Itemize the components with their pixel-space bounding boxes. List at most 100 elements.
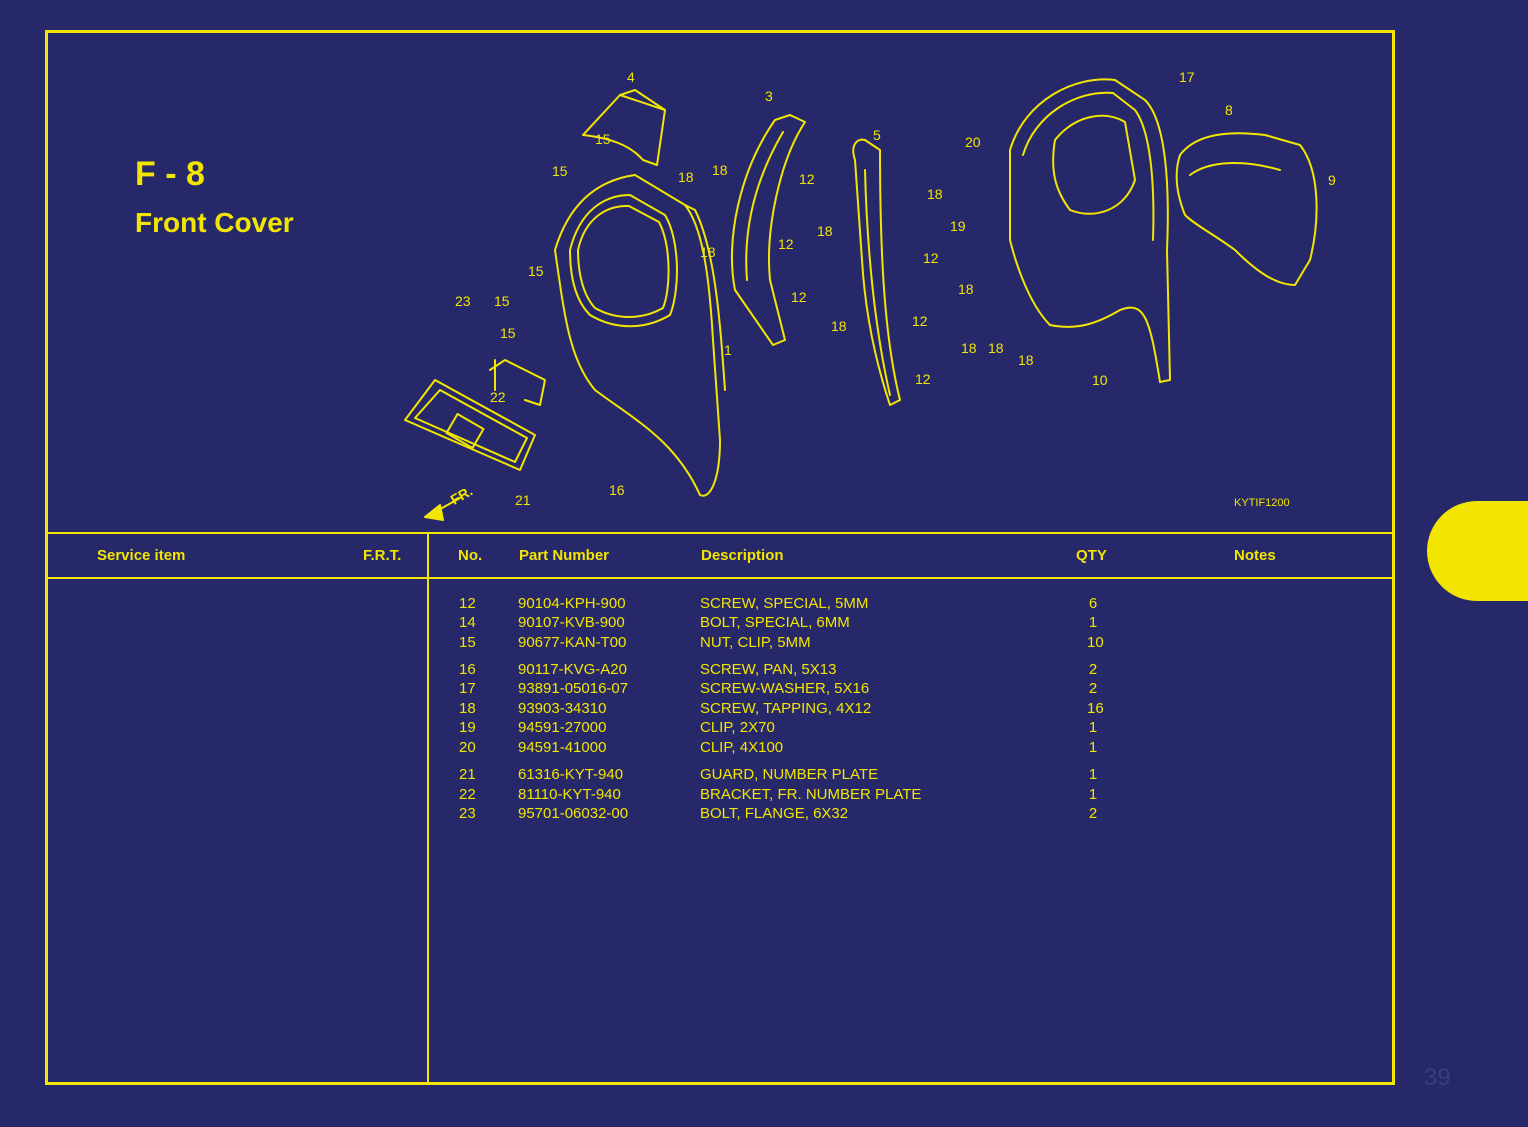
row-description: SCREW, SPECIAL, 5MM [700, 595, 869, 612]
svg-text:18: 18 [678, 169, 694, 185]
svg-text:15: 15 [552, 163, 568, 179]
row-qty: 2 [1088, 680, 1098, 697]
svg-text:18: 18 [700, 244, 716, 260]
svg-text:5: 5 [873, 127, 881, 143]
row-qty: 16 [1087, 700, 1104, 717]
row-qty: 2 [1088, 805, 1098, 822]
svg-text:4: 4 [627, 69, 635, 85]
header-divider [45, 577, 1395, 579]
row-no: 23 [459, 805, 476, 822]
row-no: 12 [459, 595, 476, 612]
section-tab[interactable] [1427, 501, 1528, 601]
svg-text:18: 18 [927, 186, 943, 202]
svg-text:23: 23 [455, 293, 471, 309]
svg-text:12: 12 [778, 236, 794, 252]
svg-text:15: 15 [494, 293, 510, 309]
row-qty: 10 [1087, 634, 1104, 651]
svg-text:9: 9 [1328, 172, 1336, 188]
row-qty: 1 [1088, 739, 1098, 756]
row-part-number: 90104-KPH-900 [518, 595, 626, 612]
header-no: No. [458, 547, 483, 564]
svg-text:18: 18 [958, 281, 974, 297]
svg-text:1: 1 [724, 342, 732, 358]
figure-title: Front Cover [135, 207, 294, 238]
row-part-number: 95701-06032-00 [518, 805, 629, 822]
row-no: 21 [459, 766, 476, 783]
part-3-side-strip [730, 114, 806, 346]
svg-text:15: 15 [500, 325, 516, 341]
svg-text:16: 16 [609, 482, 625, 498]
svg-text:FR.: FR. [448, 483, 476, 508]
row-description: GUARD, NUMBER PLATE [700, 766, 879, 783]
row-description: BOLT, FLANGE, 6X32 [700, 805, 849, 822]
row-part-number: 61316-KYT-940 [518, 766, 624, 783]
svg-text:18: 18 [1018, 352, 1034, 368]
row-qty: 2 [1088, 661, 1098, 678]
part-10-inner-cover [1009, 78, 1171, 383]
row-part-number: 90107-KVB-900 [518, 614, 625, 631]
svg-text:12: 12 [799, 171, 815, 187]
svg-text:3: 3 [765, 88, 773, 104]
header-part-number: Part Number [519, 547, 610, 564]
svg-text:12: 12 [912, 313, 928, 329]
row-description: CLIP, 2X70 [700, 719, 775, 736]
row-description: SCREW, TAPPING, 4X12 [700, 700, 872, 717]
row-no: 16 [459, 661, 476, 678]
header-frt: F.R.T. [363, 547, 402, 564]
row-part-number: 94591-27000 [518, 719, 607, 736]
svg-text:10: 10 [1092, 372, 1108, 388]
figure-id: F - 8 [135, 155, 205, 193]
row-description: SCREW, PAN, 5X13 [700, 661, 837, 678]
row-no: 15 [459, 634, 476, 651]
svg-text:18: 18 [817, 223, 833, 239]
row-no: 22 [459, 786, 476, 803]
row-qty: 1 [1088, 766, 1098, 783]
header-notes: Notes [1234, 547, 1276, 564]
row-part-number: 90117-KVG-A20 [518, 661, 627, 678]
row-part-number: 94591-41000 [518, 739, 607, 756]
svg-text:19: 19 [950, 218, 966, 234]
row-no: 18 [459, 700, 476, 717]
exploded-parts-diagram: 4 3 5 17 8 9 20 15 15 15 15 15 18 18 18 … [404, 69, 1336, 521]
diagram-divider [45, 532, 1395, 534]
column-divider [427, 533, 429, 1085]
row-part-number: 93903-34310 [518, 700, 607, 717]
header-qty: QTY [1076, 547, 1107, 564]
row-no: 20 [459, 739, 476, 756]
row-no: 17 [459, 680, 476, 697]
row-qty: 1 [1088, 719, 1098, 736]
svg-text:15: 15 [595, 131, 611, 147]
row-qty: 1 [1088, 786, 1098, 803]
header-description: Description [701, 547, 784, 564]
svg-text:12: 12 [791, 289, 807, 305]
svg-text:17: 17 [1179, 69, 1195, 85]
svg-text:15: 15 [528, 263, 544, 279]
svg-text:12: 12 [915, 371, 931, 387]
row-part-number: 93891-05016-07 [518, 680, 629, 697]
page-number: 39 [1424, 1064, 1451, 1091]
svg-text:12: 12 [923, 250, 939, 266]
row-no: 19 [459, 719, 476, 736]
row-description: NUT, CLIP, 5MM [700, 634, 811, 651]
row-description: BRACKET, FR. NUMBER PLATE [700, 786, 922, 803]
page-frame [45, 30, 1395, 1085]
row-no: 14 [459, 614, 476, 631]
svg-text:18: 18 [988, 340, 1004, 356]
part-1-front-cover [554, 174, 721, 497]
row-part-number: 81110-KYT-940 [518, 786, 621, 803]
svg-text:20: 20 [965, 134, 981, 150]
row-part-number: 90677-KAN-T00 [518, 634, 627, 651]
svg-text:18: 18 [831, 318, 847, 334]
part-4-cover-top [582, 94, 666, 166]
part-5-side-strip [852, 138, 901, 406]
row-qty: 6 [1088, 595, 1098, 612]
row-qty: 1 [1088, 614, 1098, 631]
svg-text:18: 18 [961, 340, 977, 356]
part-21-guard [404, 379, 536, 471]
row-description: CLIP, 4X100 [700, 739, 784, 756]
figure-ref-code: KYTIF1200 [1234, 497, 1290, 509]
svg-text:21: 21 [515, 492, 531, 508]
row-description: SCREW-WASHER, 5X16 [700, 680, 870, 697]
header-service-item: Service item [97, 547, 186, 564]
part-8-cover-panel [1175, 132, 1318, 286]
